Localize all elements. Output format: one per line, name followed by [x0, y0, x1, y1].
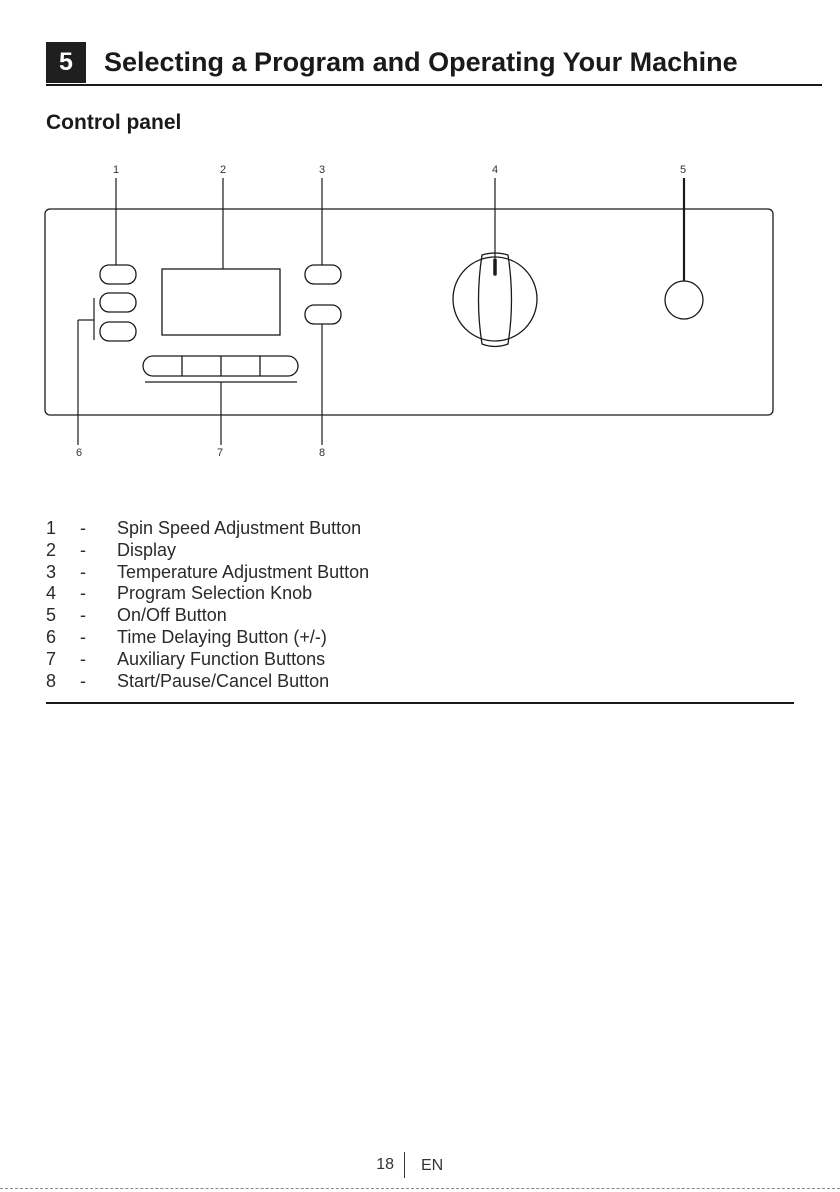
legend-number: 8 [46, 670, 57, 691]
start-pause-button [304, 304, 342, 325]
callout-label-8: 8 [319, 447, 325, 459]
section-title: Selecting a Program and Operating Your M… [104, 47, 738, 77]
legend-item: 8 - Start/Pause/Cancel Button [46, 671, 806, 693]
legend-label: Temperature Adjustment Button [117, 561, 370, 582]
legend-number: 7 [46, 648, 57, 669]
callout-label-2: 2 [220, 164, 226, 176]
temperature-button [304, 264, 342, 285]
legend-item: 7 - Auxiliary Function Buttons [46, 649, 806, 671]
callout-label-4: 4 [492, 164, 498, 176]
time-delay-minus-button [99, 321, 137, 342]
callout-label-7: 7 [217, 447, 223, 459]
control-panel-legend: 1 - Spin Speed Adjustment Button 2 - Dis… [46, 518, 806, 692]
page-trim-line [0, 1188, 840, 1189]
footer-divider [404, 1152, 405, 1178]
legend-number: 1 [46, 518, 57, 538]
legend-number: 4 [46, 583, 57, 604]
section-number: 5 [46, 42, 86, 83]
legend-label: Time Delaying Button (+/-) [117, 626, 327, 647]
language-code: EN [421, 1157, 444, 1174]
knob-grip [477, 252, 513, 348]
control-panel-diagram: 1 2 3 4 5 6 7 8 [44, 164, 774, 459]
legend-dash: - [80, 583, 86, 604]
legend-label: Program Selection Knob [117, 583, 313, 604]
legend-dash: - [80, 561, 86, 582]
callout-label-1: 1 [113, 164, 119, 176]
legend-item: 5 - On/Off Button [46, 605, 806, 627]
legend-number: 3 [46, 561, 57, 582]
display-screen [161, 268, 281, 336]
legend-item: 4 - Program Selection Knob [46, 583, 806, 605]
legend-number: 6 [46, 626, 57, 647]
on-off-button [664, 280, 704, 320]
legend-dash: - [80, 626, 86, 647]
legend-dash: - [80, 670, 86, 691]
legend-label: Spin Speed Adjustment Button [117, 518, 362, 538]
control-panel-outline [44, 208, 774, 416]
spin-speed-button [99, 264, 137, 285]
legend-number: 2 [46, 539, 57, 560]
callout-label-3: 3 [319, 164, 325, 176]
page-footer: 18 EN [0, 1152, 840, 1182]
page-number: 18 [376, 1156, 394, 1173]
legend-number: 5 [46, 605, 57, 626]
legend-dash: - [80, 539, 86, 560]
control-panel-heading: Control panel [46, 111, 182, 134]
legend-dash: - [80, 518, 86, 538]
legend-label: Display [117, 539, 177, 560]
legend-label: On/Off Button [117, 605, 227, 626]
legend-item: 2 - Display [46, 540, 806, 562]
legend-divider [46, 702, 794, 704]
legend-dash: - [80, 605, 86, 626]
legend-item: 3 - Temperature Adjustment Button [46, 562, 806, 584]
legend-item: 1 - Spin Speed Adjustment Button [46, 518, 806, 540]
callout-label-6: 6 [76, 447, 82, 459]
legend-label: Start/Pause/Cancel Button [117, 670, 330, 691]
legend-dash: - [80, 648, 86, 669]
time-delay-plus-button [99, 292, 137, 313]
legend-item: 6 - Time Delaying Button (+/-) [46, 627, 806, 649]
callout-label-5: 5 [680, 164, 686, 176]
legend-label: Auxiliary Function Buttons [117, 648, 326, 669]
section-header: 5 Selecting a Program and Operating Your… [46, 42, 822, 86]
